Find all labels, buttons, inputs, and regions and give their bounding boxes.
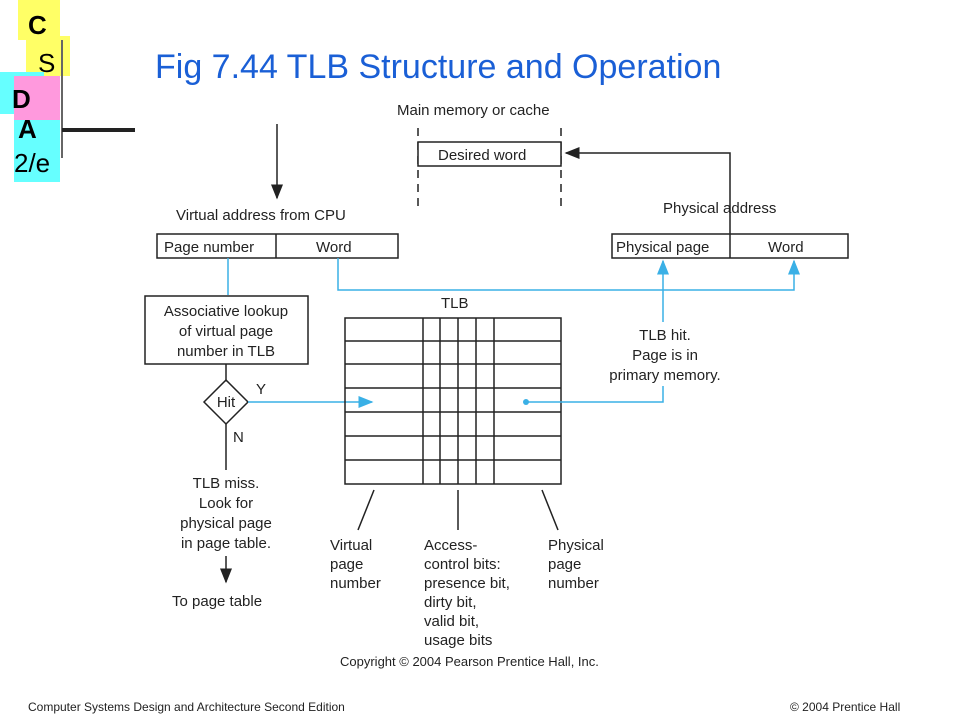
logo-letter-s: S bbox=[38, 48, 55, 78]
lookup-line-1: Associative lookup bbox=[164, 303, 288, 320]
physical-word-label: Word bbox=[768, 239, 804, 256]
associative-lookup-box bbox=[144, 295, 309, 365]
access-control-line-2: control bits: bbox=[424, 556, 501, 573]
access-control-line-4: dirty bit, bbox=[424, 594, 477, 611]
hit-label: Hit bbox=[217, 394, 236, 411]
footer-right: © 2004 Prentice Hall bbox=[790, 700, 901, 714]
physical-page-number-line-1: Physical bbox=[548, 537, 604, 554]
virtual-address-box bbox=[156, 233, 399, 259]
access-control-line-1: Access- bbox=[424, 537, 477, 554]
virtual-page-number-line-1: Virtual bbox=[330, 537, 372, 554]
page-title: Fig 7.44 TLB Structure and Operation bbox=[155, 48, 722, 86]
copyright-text: Copyright © 2004 Pearson Prentice Hall, … bbox=[340, 654, 599, 669]
tlb-miss-line-4: in page table. bbox=[181, 535, 271, 552]
virtual-page-number-line-2: page bbox=[330, 556, 363, 573]
physical-page-label: Physical page bbox=[616, 239, 709, 256]
physical-page-number-line-2: page bbox=[548, 556, 581, 573]
physical-address-label: Physical address bbox=[663, 200, 776, 217]
main-memory-label: Main memory or cache bbox=[397, 102, 550, 119]
physical-page-number-line-3: number bbox=[548, 575, 599, 592]
word-label: Word bbox=[316, 239, 352, 256]
to-page-table-label: To page table bbox=[172, 593, 262, 610]
access-control-line-5: valid bit, bbox=[424, 613, 479, 630]
tlb-hit-line-2: Page is in bbox=[632, 347, 698, 364]
tlb-diagram: Main memory or cache Desired word Virtua… bbox=[144, 102, 849, 669]
lookup-line-3: number in TLB bbox=[177, 343, 275, 360]
tlb-miss-line-3: physical page bbox=[180, 515, 272, 532]
lookup-line-2: of virtual page bbox=[179, 323, 273, 340]
tlb-miss-line-1: TLB miss. bbox=[193, 475, 260, 492]
access-control-line-3: presence bit, bbox=[424, 575, 510, 592]
footer-left: Computer Systems Design and Architecture… bbox=[28, 700, 345, 714]
logo-letter-c: C bbox=[28, 10, 47, 40]
access-control-line-6: usage bits bbox=[424, 632, 492, 649]
logo-edition: 2/e bbox=[14, 148, 50, 178]
logo-letter-d: D bbox=[12, 84, 31, 114]
desired-word-box bbox=[417, 141, 562, 167]
virtual-address-label: Virtual address from CPU bbox=[176, 207, 346, 224]
tlb-hit-line-1: TLB hit. bbox=[639, 327, 691, 344]
tlb-miss-line-2: Look for bbox=[199, 495, 253, 512]
virtual-page-number-line-3: number bbox=[330, 575, 381, 592]
tlb-hit-line-3: primary memory. bbox=[609, 367, 720, 384]
tlb-label: TLB bbox=[441, 295, 469, 312]
tlb-table bbox=[344, 317, 562, 485]
yes-label: Y bbox=[256, 381, 266, 398]
page-number-label: Page number bbox=[164, 239, 254, 256]
desired-word-label: Desired word bbox=[438, 147, 526, 164]
no-label: N bbox=[233, 429, 244, 446]
csda-logo: C S D A 2/e bbox=[0, 0, 135, 182]
logo-letter-a: A bbox=[18, 114, 37, 144]
